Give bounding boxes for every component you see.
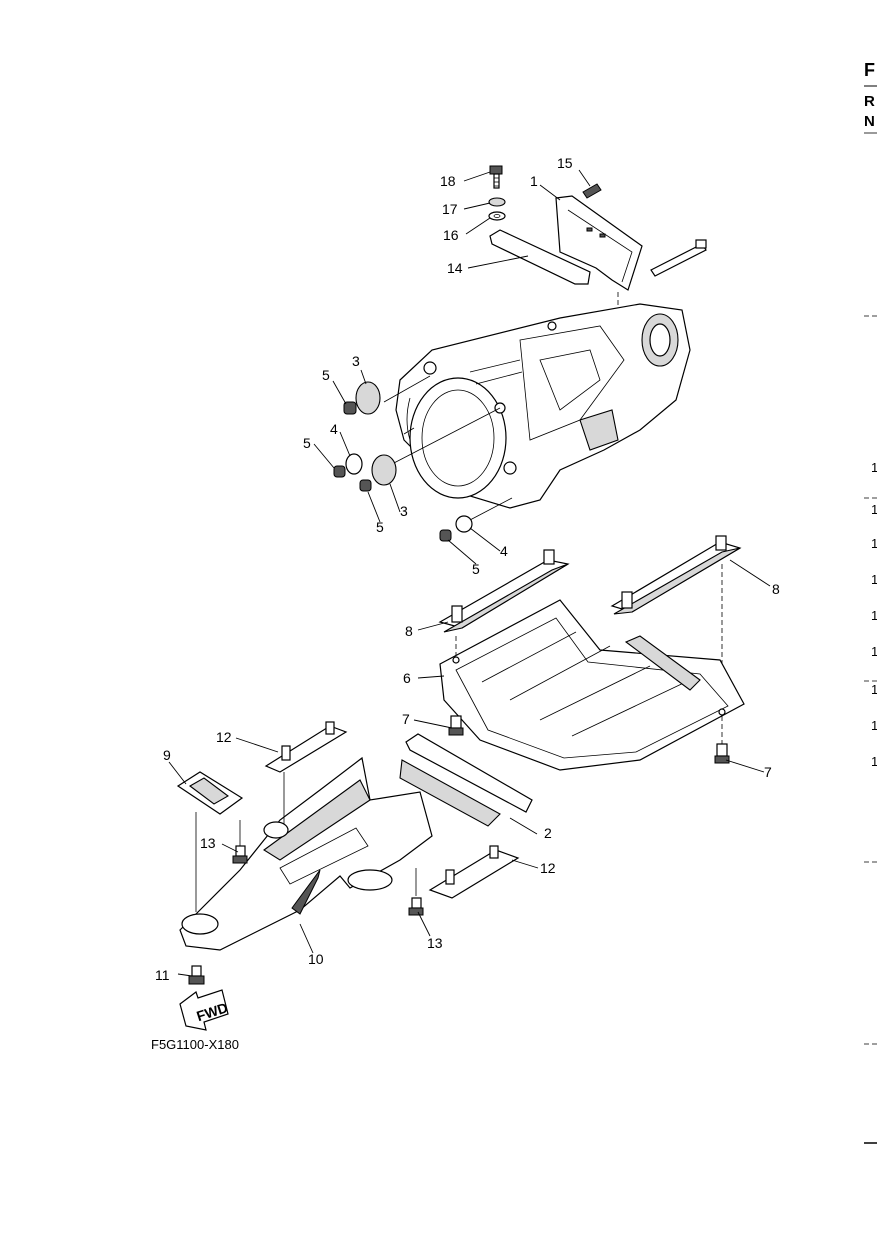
edge-number: 1 — [871, 502, 877, 517]
callout-label: 8 — [772, 581, 780, 597]
callout-label: 4 — [330, 421, 338, 437]
edge-number: 1 — [871, 754, 877, 769]
callout-label: 2 — [544, 825, 552, 841]
edge-number: 1 — [871, 718, 877, 733]
callout-label: 13 — [427, 935, 443, 951]
page-edge-numbers: 1 1 1 1 1 1 1 1 1 — [871, 460, 877, 769]
leader-lines — [168, 169, 771, 977]
page-edge-header: F R N — [864, 60, 877, 134]
callout-label: 16 — [443, 227, 459, 243]
diagram-code: F5G1100-X180 — [151, 1037, 239, 1052]
callout-label: 6 — [403, 670, 411, 686]
small-parts — [176, 721, 520, 985]
callout-label: 4 — [500, 543, 508, 559]
bracket-assembly — [488, 165, 707, 330]
callout-label: 5 — [303, 435, 311, 451]
callout-label: 15 — [557, 155, 573, 171]
bolt-parts-7 — [448, 715, 730, 764]
edge-letter: F — [864, 60, 875, 80]
callout-label: 7 — [402, 711, 410, 727]
edge-number: 1 — [871, 572, 877, 587]
callout-label: 3 — [352, 353, 360, 369]
mount-parts — [333, 375, 513, 542]
edge-number: 1 — [871, 608, 877, 623]
callout-label: 8 — [405, 623, 413, 639]
rail-parts — [438, 535, 742, 744]
callout-label: 5 — [472, 561, 480, 577]
edge-number: 1 — [871, 536, 877, 551]
callout-label: 5 — [322, 367, 330, 383]
edge-letter: R — [864, 93, 875, 110]
fwd-arrow: FWD — [179, 989, 230, 1031]
callout-label: 13 — [200, 835, 216, 851]
callout-label: 10 — [308, 951, 324, 967]
callout-label: 7 — [764, 764, 772, 780]
edge-number: 1 — [871, 644, 877, 659]
callout-label: 12 — [216, 729, 232, 745]
bottom-plate — [439, 599, 745, 771]
engine-housing — [395, 303, 691, 509]
intake-grate — [179, 756, 433, 951]
callout-label: 3 — [400, 503, 408, 519]
page-edge-rule-marks — [864, 315, 877, 1144]
callout-label: 17 — [442, 201, 458, 217]
strip-part — [399, 733, 533, 827]
edge-number: 1 — [871, 682, 877, 697]
callout-labels: 1 2 3 3 4 4 5 5 5 5 6 7 7 8 8 9 10 11 12… — [155, 155, 780, 983]
callout-label: 14 — [447, 260, 463, 276]
callout-label: 12 — [540, 860, 556, 876]
callout-label: 18 — [440, 173, 456, 189]
callout-label: 5 — [376, 519, 384, 535]
callout-label: 11 — [155, 967, 170, 983]
callout-label: 9 — [163, 747, 171, 763]
edge-letter: N — [864, 113, 875, 130]
callout-label: 1 — [530, 173, 538, 189]
edge-number: 1 — [871, 460, 877, 475]
